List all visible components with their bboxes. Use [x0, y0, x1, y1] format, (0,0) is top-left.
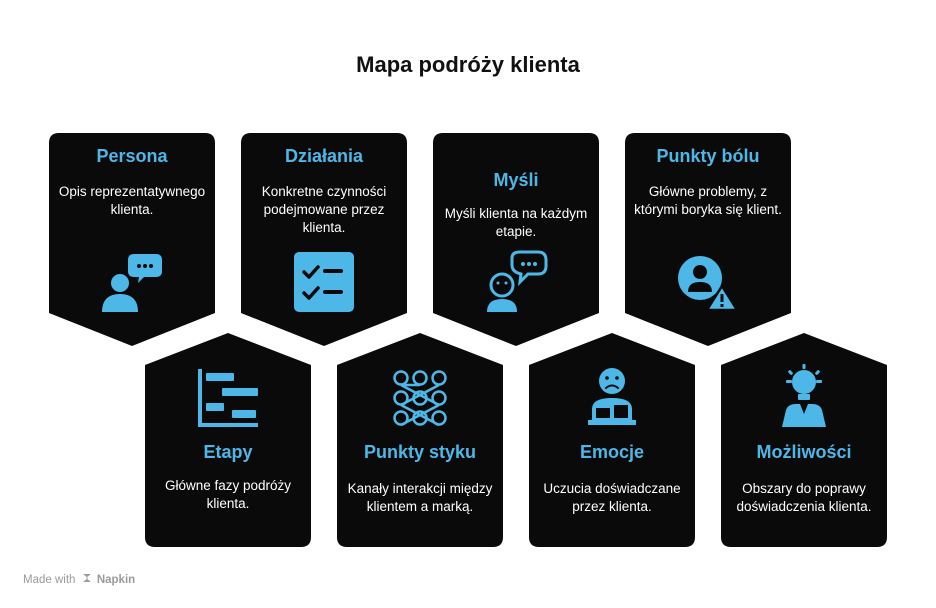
card-shape-punkty-styku — [337, 333, 503, 547]
sad-person-icon — [588, 368, 636, 425]
card-title-persona: Persona — [96, 146, 168, 166]
card-description-punkty-bolu: Główne problemy, z którymi boryka się kl… — [634, 184, 782, 217]
card-description-persona: Opis reprezentatywnego klienta. — [58, 184, 206, 217]
card-title-mozliwosci: Możliwości — [756, 442, 852, 462]
footer-attribution: Made with Napkin — [23, 573, 135, 586]
checklist-icon — [294, 252, 354, 312]
card-title-dzialania: Działania — [284, 146, 364, 166]
card-title-etapy: Etapy — [203, 442, 253, 462]
napkin-logo-icon — [82, 573, 92, 586]
user-warning-icon — [678, 256, 739, 312]
card-description-mysli: Myśli klienta na każdym etapie. — [444, 206, 588, 239]
card-description-dzialania: Konkretne czynności podejmowane przez kl… — [261, 184, 387, 235]
card-shape-dzialania — [241, 133, 407, 346]
card-shape-etapy — [145, 333, 311, 547]
card-shape-mozliwosci — [721, 333, 887, 547]
card-title-punkty-styku: Punkty styku — [363, 442, 477, 462]
footer-prefix: Made with — [23, 574, 76, 586]
card-description-punkty-styku: Kanały interakcji między klientem a mark… — [347, 481, 493, 514]
card-shape-punkty-bolu — [625, 133, 791, 346]
person-speech-bubble-icon — [102, 254, 162, 312]
footer-brand: Napkin — [96, 574, 136, 586]
card-title-mysli: Myśli — [493, 170, 539, 190]
gantt-chart-icon — [198, 369, 258, 427]
card-description-mozliwosci: Obszary do poprawy doświadczenia klienta… — [736, 481, 872, 514]
page-title: Mapa podróży klienta — [356, 52, 580, 77]
card-title-emocje: Emocje — [579, 442, 645, 462]
lightbulb-person-icon — [782, 364, 826, 427]
card-description-emocje: Uczucia doświadczane przez klienta. — [543, 481, 681, 514]
card-description-etapy: Główne fazy podróży klienta. — [164, 478, 292, 511]
thinking-person-icon — [487, 250, 548, 312]
card-shape-mysli — [433, 133, 599, 346]
card-title-punkty-bolu: Punkty bólu — [656, 146, 760, 166]
card-shape-persona — [49, 133, 215, 346]
card-shape-emocje — [529, 333, 695, 547]
network-nodes-icon — [393, 370, 447, 427]
